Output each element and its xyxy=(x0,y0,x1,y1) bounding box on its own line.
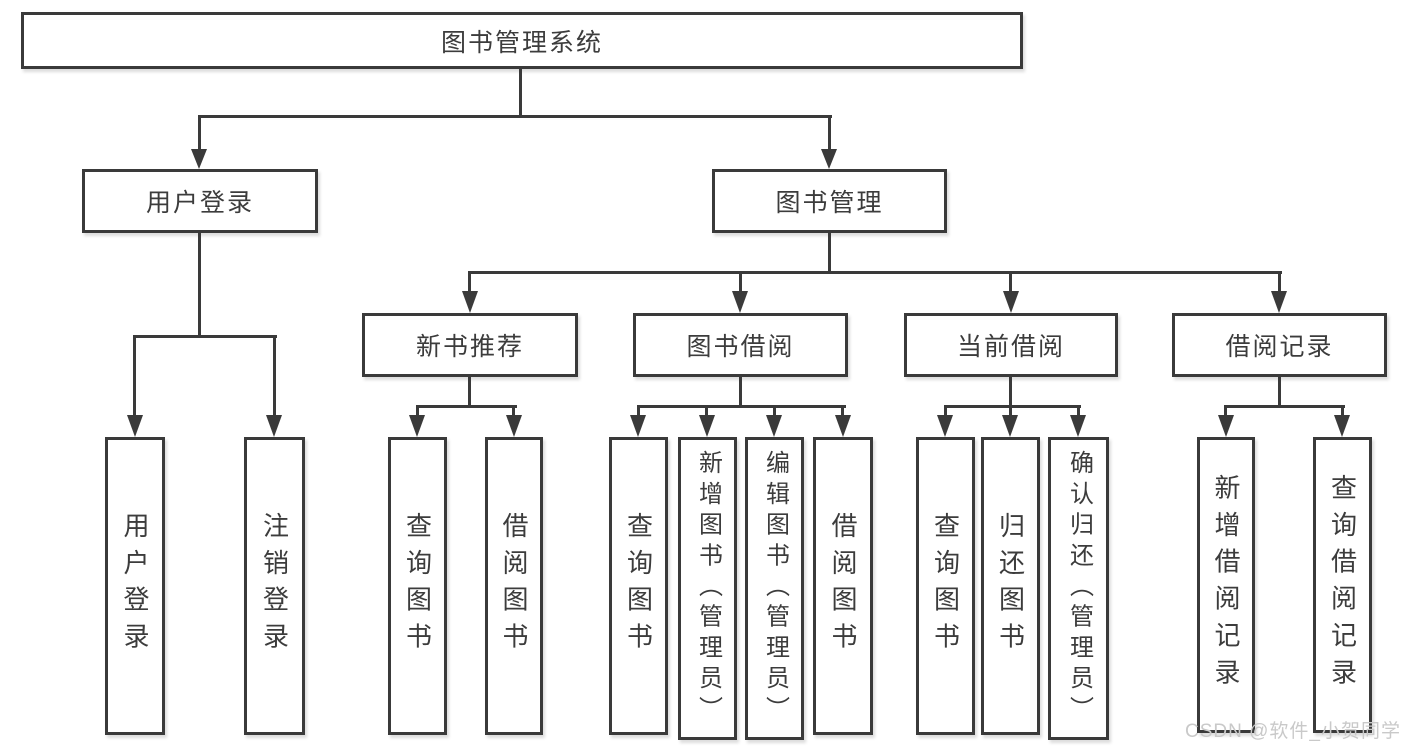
node-leaf-query-books-3-label: 查询图书 xyxy=(930,512,961,660)
connector-book-borrow-bus xyxy=(637,405,846,408)
connector-arm-current-borrow xyxy=(1009,271,1012,293)
connector-arm-query-books-3 xyxy=(944,405,947,417)
node-user-login: 用户登录 xyxy=(82,169,318,233)
node-leaf-query-borrow-record-label: 查询借阅记录 xyxy=(1327,474,1358,696)
connector-current-borrow-stem xyxy=(1009,377,1012,408)
node-borrow-records: 借阅记录 xyxy=(1172,313,1387,377)
connector-new-book-stem xyxy=(468,377,471,408)
node-root-label: 图书管理系统 xyxy=(440,28,603,57)
connector-current-borrow-bus xyxy=(944,405,1081,408)
node-leaf-borrow-books-1-label: 借阅图书 xyxy=(499,512,529,660)
arrowhead-down-icon xyxy=(127,415,143,437)
node-book-management-label: 图书管理 xyxy=(775,189,884,217)
node-book-borrow: 图书借阅 xyxy=(633,313,848,377)
node-leaf-return-books-label: 归还图书 xyxy=(995,512,1026,660)
arrowhead-down-icon xyxy=(699,415,715,437)
connector-user-login-stem xyxy=(198,233,201,338)
arrowhead-down-icon xyxy=(1218,415,1234,437)
node-leaf-add-books-admin-label: 新增图书（管理员） xyxy=(694,450,722,727)
node-leaf-query-books-1-label: 查询图书 xyxy=(402,512,433,660)
connector-book-management-stem xyxy=(828,233,831,274)
connector-new-book-bus xyxy=(416,405,517,408)
node-leaf-return-books: 归还图书 xyxy=(981,437,1040,735)
node-leaf-query-books-2-label: 查询图书 xyxy=(623,512,654,660)
node-leaf-query-books-1: 查询图书 xyxy=(388,437,447,735)
connector-arm-query-books-2 xyxy=(637,405,640,417)
node-leaf-logout-label: 注销登录 xyxy=(259,512,290,660)
connector-arm-borrow-books-2 xyxy=(841,405,844,417)
arrowhead-down-icon xyxy=(1002,415,1018,437)
node-new-book-recommend: 新书推荐 xyxy=(362,313,578,377)
arrowhead-down-icon xyxy=(506,415,522,437)
arrowhead-down-icon xyxy=(766,415,782,437)
connector-book-borrow-stem xyxy=(739,377,742,408)
node-leaf-query-borrow-record: 查询借阅记录 xyxy=(1313,437,1372,733)
connector-arm-leaf-user-login xyxy=(133,335,136,417)
connector-borrow-records-stem xyxy=(1278,377,1281,408)
connector-root-arm-user-login xyxy=(198,115,201,151)
node-leaf-edit-books-admin-label: 编辑图书（管理员） xyxy=(761,450,789,727)
node-user-login-label: 用户登录 xyxy=(145,189,254,217)
connector-borrow-records-bus xyxy=(1224,405,1345,408)
connector-arm-query-books-1 xyxy=(416,405,419,417)
arrowhead-down-icon xyxy=(1334,415,1350,437)
node-leaf-confirm-return-admin: 确认归还（管理员） xyxy=(1048,437,1109,740)
node-leaf-query-books-2: 查询图书 xyxy=(609,437,668,735)
arrowhead-down-icon xyxy=(1271,291,1287,313)
arrowhead-down-icon xyxy=(821,149,837,169)
connector-arm-edit-books xyxy=(773,405,776,417)
node-current-borrow: 当前借阅 xyxy=(904,313,1118,377)
connector-arm-add-books xyxy=(705,405,708,417)
node-leaf-borrow-books-1: 借阅图书 xyxy=(485,437,543,735)
node-leaf-add-books-admin: 新增图书（管理员） xyxy=(678,437,737,740)
connector-arm-borrow-records xyxy=(1278,271,1281,293)
node-leaf-user-login-label: 用户登录 xyxy=(120,512,150,660)
node-current-borrow-label: 当前借阅 xyxy=(956,333,1065,361)
connector-arm-query-record xyxy=(1341,405,1344,417)
connector-arm-add-record xyxy=(1224,405,1227,417)
connector-arm-book-borrow xyxy=(739,271,742,293)
connector-arm-confirm-return xyxy=(1077,405,1080,417)
connector-user-login-bus xyxy=(133,335,277,338)
node-leaf-borrow-books-2-label: 借阅图书 xyxy=(828,512,858,660)
node-leaf-logout: 注销登录 xyxy=(244,437,305,735)
node-book-management: 图书管理 xyxy=(712,169,947,233)
arrowhead-down-icon xyxy=(409,415,425,437)
node-leaf-add-borrow-record-label: 新增借阅记录 xyxy=(1211,474,1241,696)
node-leaf-edit-books-admin: 编辑图书（管理员） xyxy=(745,437,804,740)
node-new-book-recommend-label: 新书推荐 xyxy=(415,333,524,361)
connector-book-management-bus xyxy=(468,271,1282,274)
arrowhead-down-icon xyxy=(630,415,646,437)
connector-arm-return-books xyxy=(1009,405,1012,417)
arrowhead-down-icon xyxy=(835,415,851,437)
connector-arm-borrow-books-1 xyxy=(512,405,515,417)
arrowhead-down-icon xyxy=(266,415,282,437)
node-leaf-borrow-books-2: 借阅图书 xyxy=(813,437,873,735)
node-leaf-add-borrow-record: 新增借阅记录 xyxy=(1197,437,1255,733)
node-leaf-query-books-3: 查询图书 xyxy=(916,437,975,735)
node-book-borrow-label: 图书借阅 xyxy=(686,333,795,361)
arrowhead-down-icon xyxy=(937,415,953,437)
arrowhead-down-icon xyxy=(191,149,207,169)
arrowhead-down-icon xyxy=(732,291,748,313)
connector-root-arm-book-management xyxy=(828,115,831,151)
node-root: 图书管理系统 xyxy=(21,12,1023,69)
node-leaf-confirm-return-admin-label: 确认归还（管理员） xyxy=(1065,450,1093,727)
connector-root-stem xyxy=(519,69,522,117)
arrowhead-down-icon xyxy=(1003,291,1019,313)
node-borrow-records-label: 借阅记录 xyxy=(1225,333,1334,361)
connector-root-bus xyxy=(198,115,832,118)
arrowhead-down-icon xyxy=(462,291,478,313)
connector-arm-leaf-logout xyxy=(273,335,276,417)
connector-arm-new-book xyxy=(468,271,471,293)
arrowhead-down-icon xyxy=(1070,415,1086,437)
csdn-watermark: CSDN @软件_小贺同学 xyxy=(1185,721,1401,742)
node-leaf-user-login: 用户登录 xyxy=(105,437,165,735)
